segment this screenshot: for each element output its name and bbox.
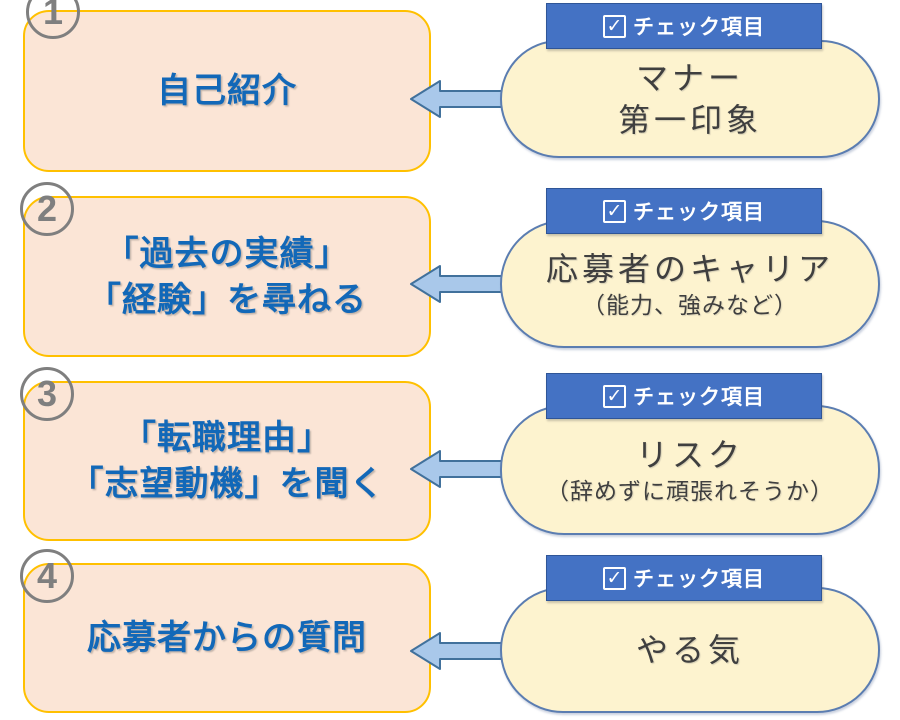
left-arrow-icon [410, 450, 514, 488]
step-title-line: 「過去の実績」 [104, 234, 350, 273]
step-box-3: 「転職理由」 「志望動機」を聞く [23, 381, 431, 541]
checkbox-icon: ✓ [603, 14, 626, 38]
step-title-line: 「志望動機」を聞く [69, 465, 385, 503]
left-arrow-icon [410, 80, 514, 118]
step-title-line: 「転職理由」 [122, 419, 332, 457]
step-box-2: 「過去の実績」 「経験」を尋ねる [23, 196, 431, 357]
check-item-note: （能力、強みなど） [582, 292, 798, 318]
check-capsule-3: リスク （辞めずに頑張れそうか） [500, 405, 880, 535]
check-header-label: チェック項目 [633, 568, 765, 591]
check-header-label: チェック項目 [633, 201, 765, 224]
check-header-1: ✓ チェック項目 [546, 3, 822, 49]
check-item-text: やる気 [635, 632, 744, 668]
checkmark-icon: ✓ [606, 567, 623, 589]
check-item-text: 応募者のキャリア [545, 251, 834, 287]
step-title-line: 「経験」を尋ねる [87, 280, 367, 319]
checkmark-icon: ✓ [606, 200, 623, 222]
check-item-note: （辞めずに頑張れそうか） [546, 478, 834, 504]
left-arrow-icon [410, 632, 514, 670]
step-title-4: 応募者からの質問 [87, 615, 367, 661]
checkbox-icon: ✓ [603, 384, 626, 408]
check-capsule-1: マナー 第一印象 [500, 40, 880, 158]
step-number-badge-2: 2 [20, 182, 74, 236]
check-header-3: ✓ チェック項目 [546, 373, 822, 419]
checkmark-icon: ✓ [606, 15, 623, 37]
step-box-4: 応募者からの質問 [23, 563, 431, 713]
step-number-badge-4: 4 [20, 549, 74, 603]
check-header-2: ✓ チェック項目 [546, 188, 822, 234]
check-header-label: チェック項目 [633, 386, 765, 409]
check-header-label: チェック項目 [633, 16, 765, 39]
step-title-1: 自己紹介 [157, 68, 297, 114]
step-title-line: 自己紹介 [157, 72, 297, 110]
step-box-1: 自己紹介 [23, 10, 431, 172]
check-header-4: ✓ チェック項目 [546, 555, 822, 601]
checkmark-icon: ✓ [606, 385, 623, 407]
step-number-badge-1: 1 [26, 0, 80, 39]
left-arrow-icon [410, 265, 514, 303]
check-capsule-4: やる気 [500, 587, 880, 713]
step-title-3: 「転職理由」 「志望動機」を聞く [70, 415, 385, 507]
checkbox-icon: ✓ [603, 199, 626, 223]
check-capsule-2: 応募者のキャリア （能力、強みなど） [500, 220, 880, 348]
check-item-text: マナー [635, 60, 744, 96]
check-item-text: 第一印象 [617, 102, 762, 138]
checkbox-icon: ✓ [603, 566, 626, 590]
step-number-badge-3: 3 [20, 367, 74, 421]
check-item-text: リスク [635, 437, 744, 473]
step-title-line: 応募者からの質問 [87, 619, 367, 657]
step-title-2: 「過去の実績」 「経験」を尋ねる [87, 231, 367, 323]
